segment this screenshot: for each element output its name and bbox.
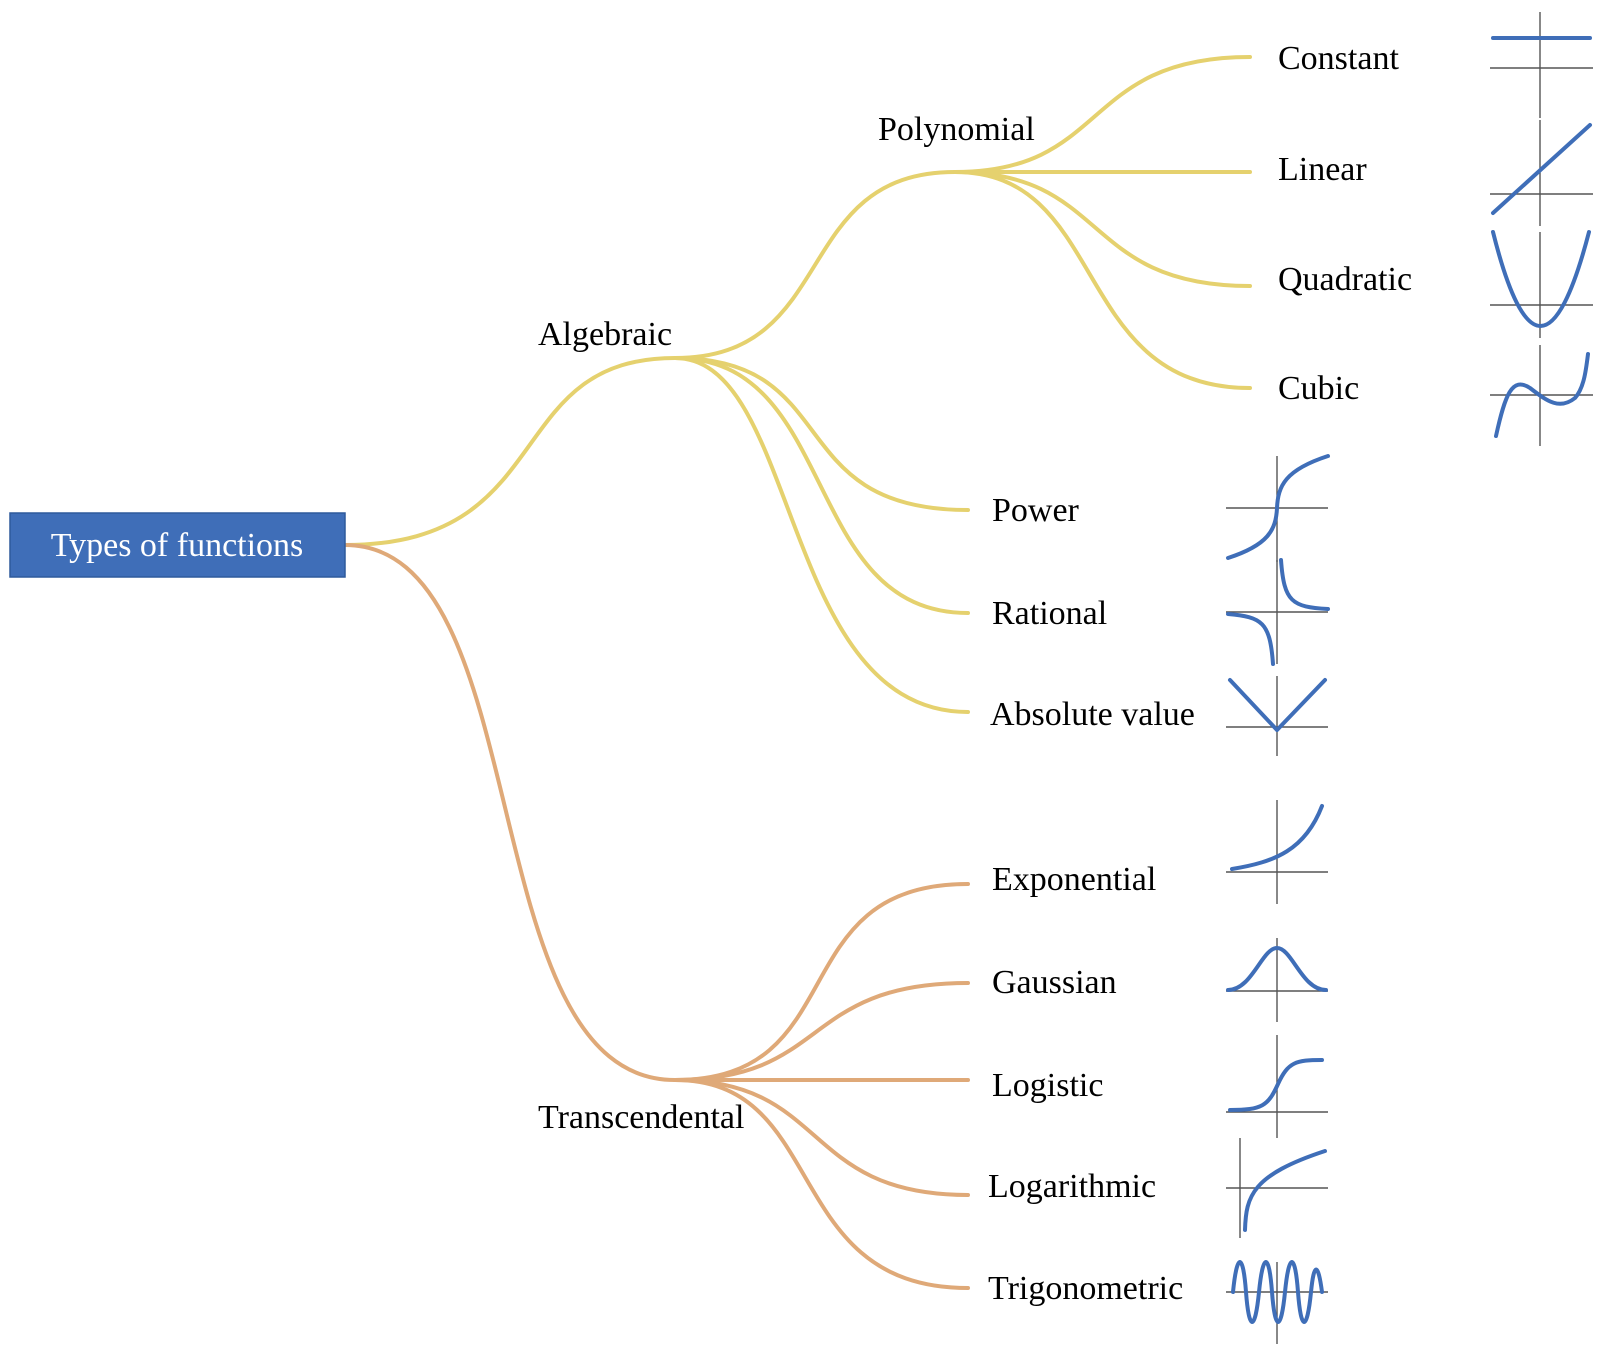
leaf-label-trigonometric: Trigonometric [988, 1270, 1183, 1307]
connector-transcendental-logarithmic [673, 1078, 970, 1197]
linear-graph-icon [1490, 120, 1593, 226]
logistic-graph-icon [1226, 1035, 1328, 1138]
connector-transcendental-trigonometric [673, 1078, 970, 1290]
exponential-graph-icon [1226, 800, 1328, 904]
transcendental-connectors [343, 543, 970, 1290]
connector-polynomial-cubic [953, 170, 1252, 390]
leaf-label-cubic: Cubic [1278, 370, 1359, 407]
connector-transcendental-gaussian [673, 981, 970, 1082]
leaf-label-power: Power [992, 492, 1080, 529]
logarithmic-graph-icon [1226, 1138, 1328, 1238]
root-node: Types of functions [9, 512, 346, 578]
trigonometric-graph-icon [1226, 1260, 1328, 1344]
leaf-label-gaussian: Gaussian [992, 964, 1117, 1001]
gaussian-graph-icon [1226, 938, 1328, 1022]
quadratic-graph-icon [1490, 230, 1593, 338]
connector-algebraic-power [673, 356, 970, 512]
connector-root-algebraic [343, 356, 677, 547]
absolute-value-graph-icon [1226, 676, 1328, 756]
connector-algebraic-polynomial [673, 170, 957, 360]
connector-algebraic-absolute-value [673, 356, 970, 714]
subgroup-label-polynomial: Polynomial [878, 111, 1035, 148]
group-label-algebraic: Algebraic [538, 316, 672, 353]
leaf-label-absolute-value: Absolute value [990, 696, 1195, 733]
leaf-label-rational: Rational [992, 595, 1107, 632]
connector-transcendental-exponential [673, 882, 970, 1082]
group-label-transcendental: Transcendental [538, 1099, 744, 1136]
power-graph-icon [1226, 454, 1330, 562]
cubic-graph-icon [1490, 345, 1593, 446]
leaf-label-constant: Constant [1278, 40, 1399, 77]
rational-graph-icon [1226, 558, 1330, 666]
connector-algebraic-rational [673, 356, 970, 615]
leaf-label-linear: Linear [1278, 151, 1367, 188]
connector-root-transcendental [343, 543, 677, 1082]
leaf-label-logistic: Logistic [992, 1067, 1103, 1104]
root-label: Types of functions [51, 527, 304, 564]
constant-graph-icon [1490, 12, 1593, 118]
connector-polynomial-constant [953, 55, 1252, 174]
algebraic-connectors [343, 55, 1252, 714]
connector-polynomial-quadratic [953, 170, 1252, 288]
leaf-label-logarithmic: Logarithmic [988, 1168, 1156, 1205]
leaf-label-quadratic: Quadratic [1278, 261, 1412, 298]
leaf-label-exponential: Exponential [992, 861, 1156, 898]
